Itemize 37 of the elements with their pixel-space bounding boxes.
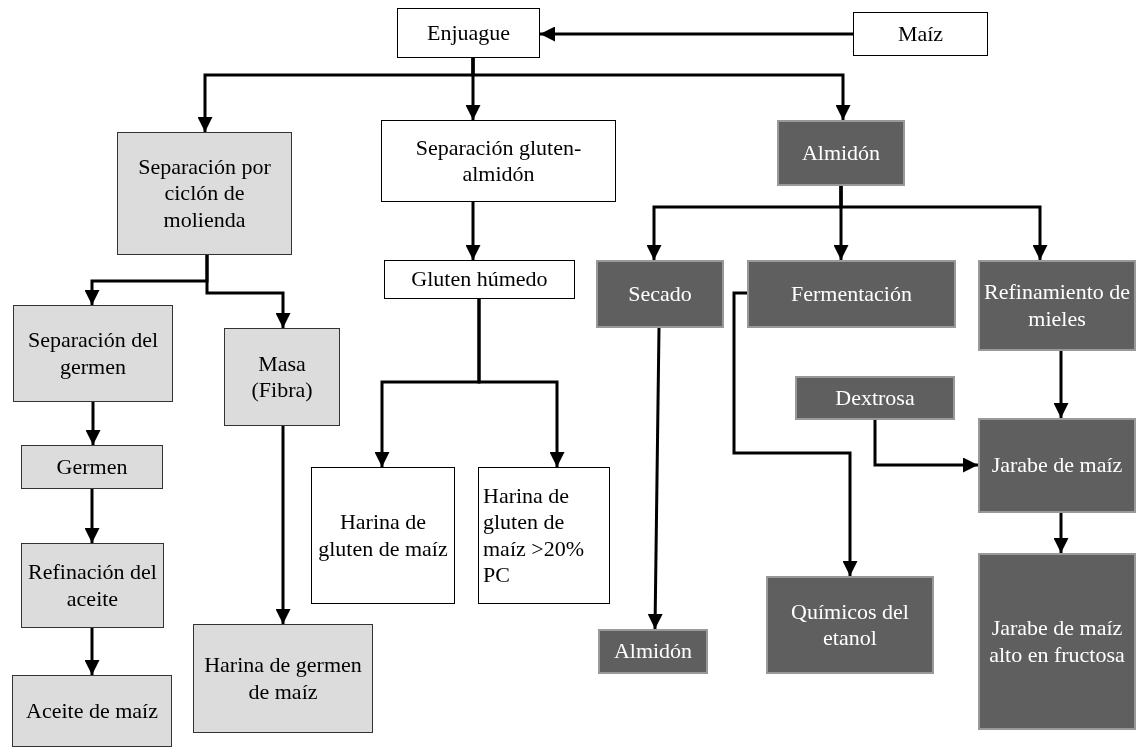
product-box: Jarabe de maíz [978,418,1136,513]
product-box: Dextrosa [795,376,955,420]
arrow [1053,513,1069,553]
arrow [1053,351,1069,418]
arrow [477,299,565,467]
process-box: Separación gluten-almidón [381,120,616,202]
product-box: Secado [596,260,724,328]
process-box: Refinación del aceite [21,543,164,628]
process-box: Harina de germen de maíz [193,624,373,733]
arrow [839,186,1048,260]
arrow [465,202,481,260]
arrow [647,328,663,629]
process-box: Maíz [853,12,988,56]
arrow [732,291,858,576]
process-box: Separación del germen [13,305,173,402]
product-box: Refinamiento de mieles [978,260,1136,351]
arrow [275,426,291,624]
process-box: Gluten húmedo [384,260,575,299]
process-box: Masa (Fibra) [224,328,340,426]
arrow [84,489,100,543]
process-box: Harina de gluten de maíz >20% PC [478,467,610,604]
arrow [471,58,851,120]
product-box: Almidón [777,120,905,186]
product-box: Jarabe de maíz alto en fructosa [978,553,1136,730]
product-box: Fermentación [747,260,956,328]
arrow [873,420,978,473]
process-box: Harina de gluten de maíz [311,467,455,604]
arrow [84,628,100,675]
process-box: Aceite de maíz [12,675,172,747]
arrow [85,402,101,445]
arrow [540,26,853,42]
arrow [205,255,291,328]
product-box: Almidón [598,629,708,674]
process-box: Separación por ciclón de molienda [117,132,292,255]
product-box: Químicos del etanol [766,576,934,674]
process-box: Enjuague [397,8,540,58]
process-box: Germen [21,445,163,489]
